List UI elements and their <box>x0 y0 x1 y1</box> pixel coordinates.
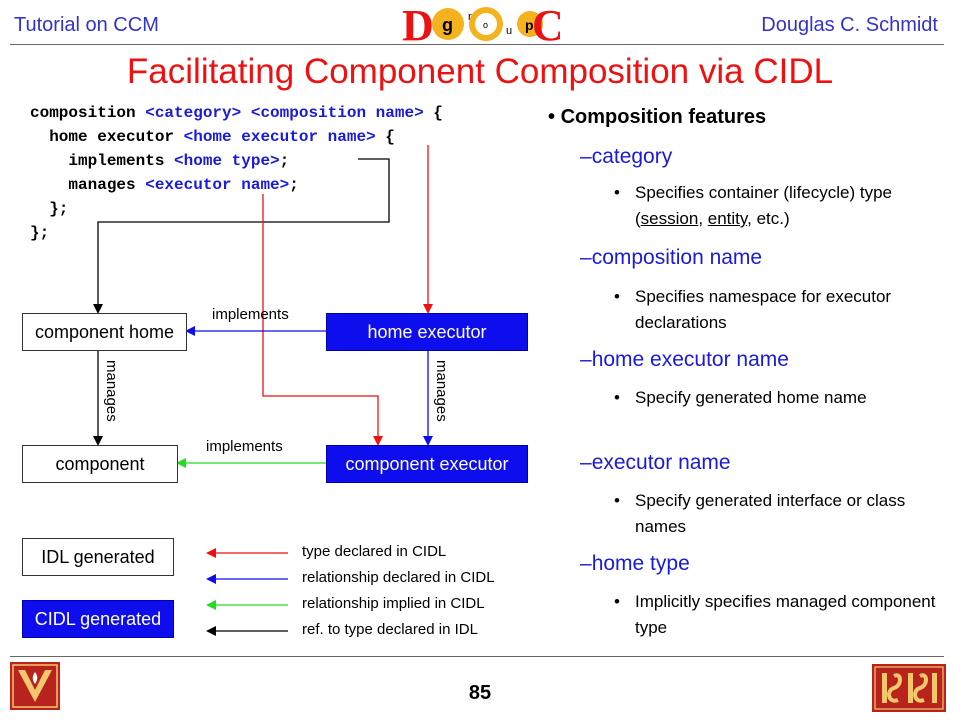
logo-letter-r: r <box>468 11 472 23</box>
logo-circle-2 <box>517 11 543 37</box>
manages-label-left: manages <box>103 360 120 422</box>
code-line-4: manages <executor name>; <box>30 176 299 194</box>
slide-title: Facilitating Component Composition via C… <box>126 52 834 91</box>
logo-letter-u: u <box>506 25 512 37</box>
isis-logo-bar-2 <box>908 673 913 703</box>
header-rule <box>10 44 944 45</box>
implements-label-top: implements <box>212 306 289 323</box>
logo-letter-c: C <box>532 2 560 46</box>
logo-clock-face <box>475 13 497 35</box>
implements-label-bottom: implements <box>206 438 283 455</box>
feature-term-executor-name: –executor name <box>580 451 731 474</box>
connector-home-type <box>93 158 390 314</box>
feature-desc-home-type: •Implicitly specifies managed component … <box>614 592 936 637</box>
logo-letter-g: g <box>442 15 453 35</box>
features-heading: • Composition features <box>548 106 767 128</box>
feature-term-home-executor-name: –home executor name <box>580 348 789 371</box>
isis-logo-bar-3 <box>932 673 937 703</box>
vanderbilt-logo-leaf <box>32 672 38 684</box>
feature-desc-executor-name: •Specify generated interface or class na… <box>614 491 906 536</box>
feature-desc-composition-name: •Specifies namespace for executor declar… <box>614 287 892 332</box>
vanderbilt-logo-v <box>18 670 52 702</box>
code-line-6: }; <box>30 224 50 242</box>
isis-logo-bar-1 <box>882 673 887 703</box>
manages-label-right: manages <box>433 360 450 422</box>
header-right-text: Douglas C. Schmidt <box>761 14 938 36</box>
code-line-5: }; <box>30 200 69 218</box>
feature-term-category: –category <box>580 145 673 168</box>
logo-circle-1 <box>432 8 464 40</box>
logo-letter-p: p <box>525 17 534 33</box>
legend-item-relationship-declared: relationship declared in CIDL <box>302 569 495 586</box>
feature-term-composition-name: –composition name <box>580 246 763 269</box>
footer-rule <box>10 656 944 657</box>
legend-item-type-declared: type declared in CIDL <box>302 543 447 560</box>
component-box: component <box>22 445 178 483</box>
legend-idl-generated-box: IDL generated <box>22 538 174 576</box>
code-line-1: composition <category> <composition name… <box>30 104 443 122</box>
code-line-2: home executor <home executor name> { <box>30 128 395 146</box>
home-executor-box: home executor <box>326 313 528 351</box>
connector-executor-name <box>262 194 383 446</box>
feature-desc-home-executor-name: •Specify generated home name <box>614 388 867 407</box>
feature-term-home-type: –home type <box>580 552 690 575</box>
code-line-3: implements <home type>; <box>30 152 290 170</box>
legend-item-relationship-implied: relationship implied in CIDL <box>302 595 485 612</box>
isis-logo <box>872 664 946 712</box>
header-left-text: Tutorial on CCM <box>14 14 159 36</box>
legend-item-ref-idl: ref. to type declared in IDL <box>302 621 478 638</box>
isis-logo-s-1 <box>887 673 902 703</box>
legend-cidl-generated-box: CIDL generated <box>22 600 174 638</box>
logo-letter-o: o <box>483 20 488 30</box>
doc-group-logo: D g r o u p C <box>402 2 560 46</box>
vanderbilt-logo-border <box>12 664 58 708</box>
isis-logo-s-2 <box>913 673 928 703</box>
vanderbilt-logo <box>10 662 60 710</box>
component-home-box: component home <box>22 313 187 351</box>
component-executor-box: component executor <box>326 445 528 483</box>
page-number: 85 <box>468 682 492 704</box>
isis-logo-border <box>874 666 944 710</box>
logo-letter-d: D <box>402 2 434 46</box>
feature-desc-category: •Specifies container (lifecycle) type (s… <box>614 183 893 228</box>
